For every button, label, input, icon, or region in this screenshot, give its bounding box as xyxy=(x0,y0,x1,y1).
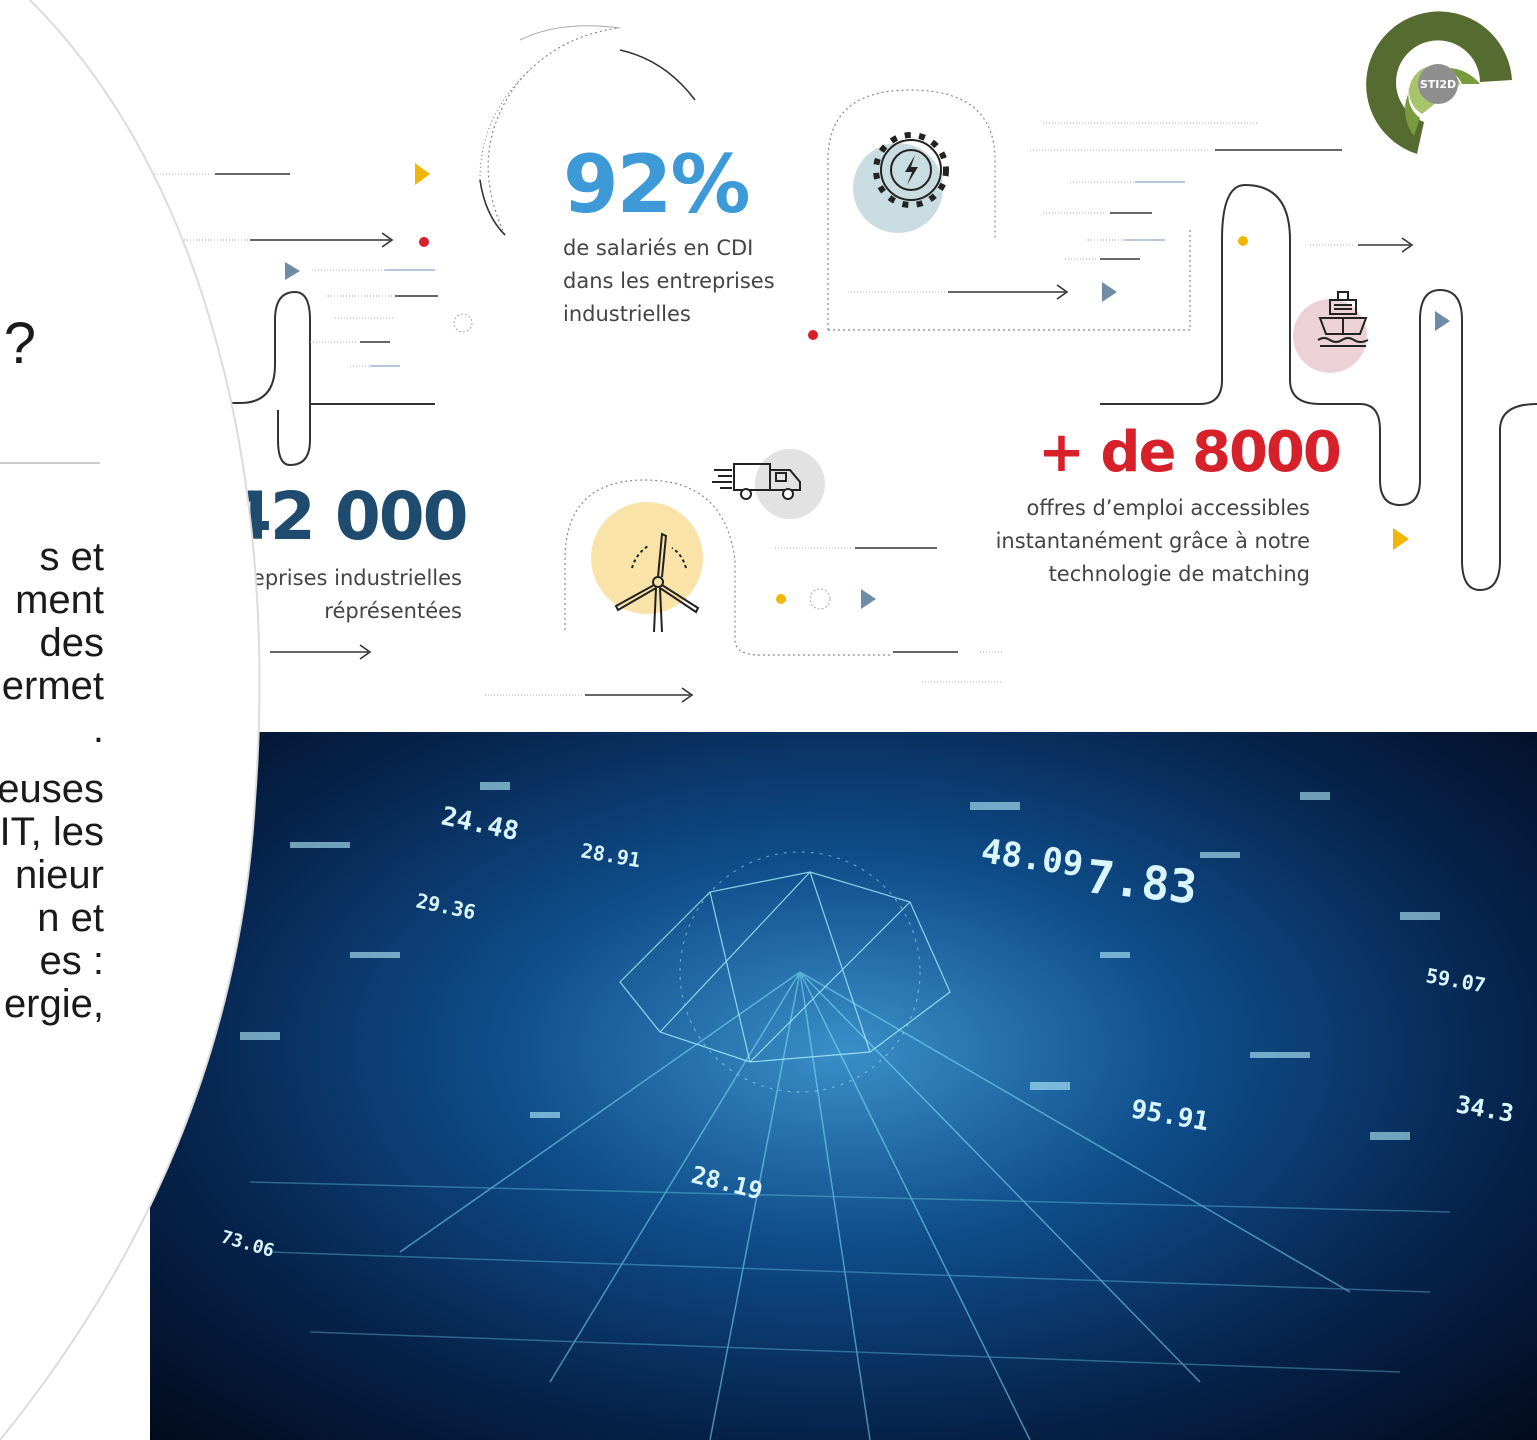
logo-text: STI2D xyxy=(1420,78,1456,91)
paragraph-line: ermet xyxy=(1,664,104,708)
paragraph-line: ergie, xyxy=(3,982,104,1026)
paragraph-line: IT, les xyxy=(0,810,104,854)
stat-92-desc-line: industrielles xyxy=(563,302,691,326)
stat-8000-desc-line: offres d’emploi accessibles xyxy=(1026,496,1310,520)
title-fragment: ? xyxy=(3,311,36,376)
sti2d-logo: STI2D xyxy=(1366,11,1512,154)
stat-42000-description: reprises industrielles réprésentées xyxy=(240,562,462,628)
infographic-background xyxy=(130,25,1537,703)
title-underline xyxy=(0,462,100,464)
photo-number: 28.19 xyxy=(689,1161,766,1206)
stat-42000-value: 42 000 xyxy=(226,478,469,555)
paragraph-line: nieur xyxy=(15,853,104,897)
photo-number: 95.91 xyxy=(1129,1094,1211,1137)
left-panel-curve xyxy=(0,0,261,1440)
photo-number: 59.07 xyxy=(1424,963,1487,997)
photo-number: 28.91 xyxy=(579,838,642,872)
body-paragraph-2: euses IT, les nieur n et es : ergie, xyxy=(0,768,104,1026)
stat-42000-desc-line: reprises industrielles xyxy=(243,566,462,590)
gear-lightning-icon xyxy=(873,132,949,208)
wind-turbine-icon xyxy=(614,532,700,633)
tech-photo: 24.48 28.91 29.36 48.09 7.83 59.07 95.91… xyxy=(150,732,1537,1440)
stat-8000-desc-line: technologie de matching xyxy=(1048,562,1310,586)
stat-92-desc-line: de salariés en CDI xyxy=(563,236,754,260)
stat-8000-description: offres d’emploi accessibles instantanéme… xyxy=(960,492,1310,591)
paragraph-line: des xyxy=(39,621,105,665)
circuit-graphics: 24.48 28.91 29.36 48.09 7.83 59.07 95.91… xyxy=(210,782,1516,1440)
stat-92-desc-line: dans les entreprises xyxy=(563,269,775,293)
stat-42000-desc-line: réprésentées xyxy=(324,599,462,623)
photo-number: 29.36 xyxy=(414,888,478,924)
stat-92-description: de salariés en CDI dans les entreprises … xyxy=(563,232,775,331)
paragraph-line: euses xyxy=(0,767,104,811)
ship-icon xyxy=(1317,291,1369,347)
photo-number: 7.83 xyxy=(1084,849,1200,914)
stat-92-value: 92% xyxy=(563,138,750,231)
paragraph-line: s et xyxy=(39,535,104,579)
photo-number: 48.09 xyxy=(979,831,1086,885)
paragraph-line: ment xyxy=(15,578,104,622)
stat-8000-value: + de 8000 xyxy=(1038,420,1342,485)
stat-8000-desc-line: instantanément grâce à notre xyxy=(995,529,1310,553)
paragraph-line: n et xyxy=(37,896,104,940)
photo-number: 24.48 xyxy=(439,802,522,848)
paragraph-line: . xyxy=(92,707,104,751)
photo-number: 34.3 xyxy=(1454,1090,1516,1128)
truck-icon xyxy=(712,463,801,500)
body-paragraph-1: s et ment des ermet . xyxy=(0,536,104,751)
paragraph-line: es : xyxy=(39,939,104,983)
